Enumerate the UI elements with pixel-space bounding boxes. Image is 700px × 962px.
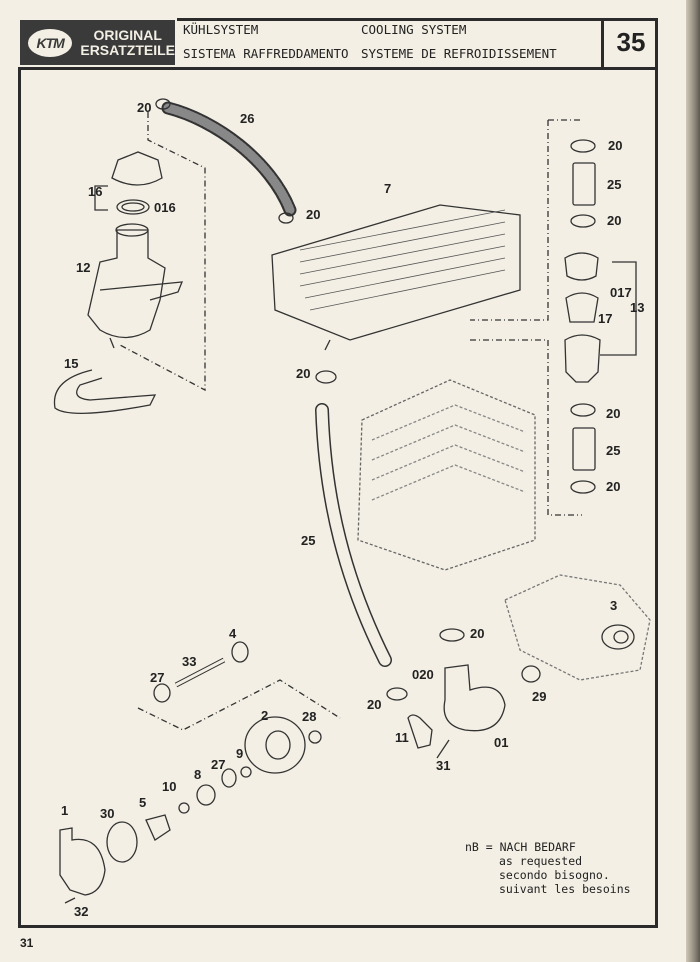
part-label: 020 bbox=[412, 667, 434, 682]
part-label: 32 bbox=[74, 904, 89, 919]
spacer-icon bbox=[240, 766, 252, 778]
hose-clamp-icon bbox=[570, 139, 596, 153]
part-label: 27 bbox=[211, 757, 226, 772]
part-label: 20 bbox=[367, 697, 382, 712]
note-as-required: nB = NACH BEDARF as requested secondo bi… bbox=[465, 840, 631, 896]
section-titles: KÜHLSYSTEM COOLING SYSTEM SISTEMA RAFFRE… bbox=[177, 18, 601, 67]
pump-housing-icon bbox=[59, 827, 106, 896]
logo-line-1: ORIGINAL bbox=[93, 26, 162, 43]
part-label: 29 bbox=[532, 689, 547, 704]
page-binding-edge bbox=[686, 0, 700, 962]
expansion-tank-icon bbox=[87, 229, 166, 339]
short-hose-icon bbox=[572, 427, 596, 471]
gear-icon bbox=[231, 641, 249, 663]
water-pump-icon bbox=[443, 664, 506, 732]
part-label: 20 bbox=[607, 213, 622, 228]
part-label: 20 bbox=[606, 406, 621, 421]
pump-gasket-icon bbox=[106, 821, 138, 863]
title-english: COOLING SYSTEM bbox=[361, 22, 467, 37]
ktm-logo: KTM ORIGINAL ERSATZTEILE bbox=[18, 18, 177, 67]
part-label: 13 bbox=[630, 300, 645, 315]
part-label: 30 bbox=[100, 806, 115, 821]
note-line-4: suivant les besoins bbox=[499, 882, 631, 896]
part-label: 12 bbox=[76, 260, 91, 275]
part-label: 20 bbox=[306, 207, 321, 222]
part-label: 11 bbox=[395, 730, 409, 745]
short-hose-icon bbox=[572, 162, 596, 206]
thermostat-cover-icon bbox=[564, 252, 599, 281]
thermostat-icon bbox=[565, 292, 599, 323]
cylinder-head-phantom bbox=[357, 379, 536, 571]
part-label: 28 bbox=[302, 709, 317, 724]
part-label: 10 bbox=[162, 779, 177, 794]
part-label: 017 bbox=[610, 285, 632, 300]
note-line-3: secondo bisogno. bbox=[499, 868, 610, 882]
part-label: 01 bbox=[494, 735, 509, 750]
hose-clamp-icon bbox=[278, 212, 294, 224]
part-label: 15 bbox=[64, 356, 79, 371]
hose-clamp-icon bbox=[570, 480, 596, 494]
part-label: 33 bbox=[182, 654, 197, 669]
title-italian: SISTEMA RAFFREDDAMENTO bbox=[183, 46, 349, 61]
page-number: 31 bbox=[20, 936, 34, 950]
part-label: 16 bbox=[88, 184, 103, 199]
title-french: SYSTEME DE REFROIDISSEMENT bbox=[361, 46, 557, 61]
part-label: 20 bbox=[608, 138, 623, 153]
impeller-icon bbox=[145, 814, 171, 841]
cap-icon bbox=[111, 151, 163, 186]
hose-clamp-icon bbox=[315, 370, 337, 384]
part-label: 20 bbox=[137, 100, 152, 115]
thermostat-housing-icon bbox=[564, 334, 601, 383]
ktm-emblem-icon: KTM bbox=[28, 28, 73, 57]
o-ring-icon bbox=[521, 665, 541, 683]
bearing-icon bbox=[153, 683, 171, 703]
part-label: 20 bbox=[606, 479, 621, 494]
hose-clamp-icon bbox=[570, 403, 596, 417]
title-german: KÜHLSYSTEM bbox=[183, 22, 259, 37]
tank-bracket-icon bbox=[53, 369, 157, 414]
screw-icon bbox=[436, 739, 450, 759]
part-label: 25 bbox=[606, 443, 621, 458]
seal-icon bbox=[196, 784, 216, 806]
engine-case-phantom bbox=[504, 574, 651, 681]
cap-seal-icon bbox=[116, 199, 150, 215]
drive-gear-icon bbox=[601, 624, 635, 650]
part-label: 25 bbox=[607, 177, 622, 192]
part-label: 016 bbox=[154, 200, 176, 215]
part-label: 3 bbox=[610, 598, 618, 613]
long-hose-icon bbox=[315, 403, 392, 667]
part-label: 4 bbox=[229, 626, 237, 641]
part-label: 1 bbox=[61, 803, 69, 818]
page-header: KTM ORIGINAL ERSATZTEILE KÜHLSYSTEM COOL… bbox=[18, 18, 658, 70]
logo-line-2: ERSATZTEILE bbox=[80, 41, 175, 58]
note-line-1: nB = NACH BEDARF bbox=[465, 840, 576, 854]
sleeve-icon bbox=[178, 802, 190, 814]
bolt-icon bbox=[64, 897, 76, 904]
elbow-fitting-icon bbox=[407, 714, 433, 749]
page-frame bbox=[18, 18, 658, 928]
part-label: 5 bbox=[139, 795, 147, 810]
part-label: 20 bbox=[470, 626, 485, 641]
hose-clamp-icon bbox=[439, 628, 465, 642]
part-label: 20 bbox=[296, 366, 311, 381]
section-number: 35 bbox=[601, 18, 658, 67]
part-label: 26 bbox=[240, 111, 255, 126]
part-label: 8 bbox=[194, 767, 202, 782]
part-label: 2 bbox=[261, 708, 269, 723]
part-label: 9 bbox=[236, 746, 244, 761]
pump-flange-icon bbox=[244, 716, 306, 774]
part-label: 17 bbox=[598, 311, 613, 326]
part-label: 25 bbox=[301, 533, 316, 548]
part-label: 31 bbox=[436, 758, 451, 773]
hose-clamp-icon bbox=[386, 687, 408, 701]
bearing-icon bbox=[221, 768, 237, 788]
circlip-icon bbox=[308, 730, 322, 744]
part-label: 7 bbox=[384, 181, 392, 196]
hose-clamp-icon bbox=[570, 214, 596, 228]
note-line-2: as requested bbox=[499, 854, 583, 868]
radiator-icon bbox=[271, 204, 521, 341]
part-label: 27 bbox=[150, 670, 165, 685]
hose-clamp-icon bbox=[155, 98, 171, 110]
